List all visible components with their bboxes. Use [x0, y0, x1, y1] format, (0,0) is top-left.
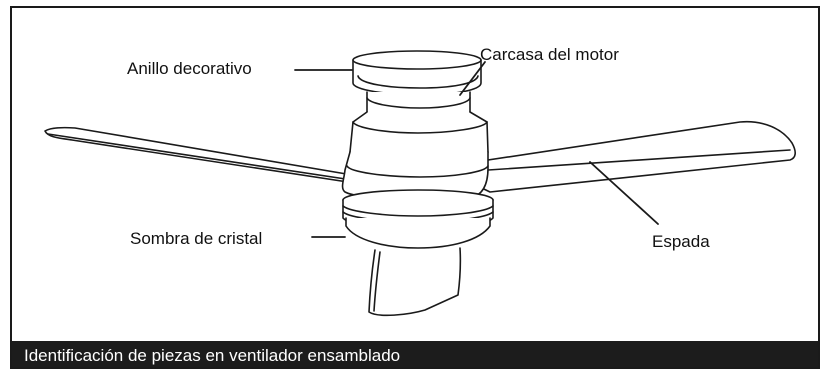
leader-carcasa — [459, 61, 486, 96]
leader-espada — [589, 161, 659, 225]
label-glass-shade: Sombra de cristal — [130, 229, 263, 248]
decorative-ring-part — [352, 50, 482, 96]
left-blade — [44, 126, 375, 187]
right-blade — [454, 120, 796, 193]
label-motor-housing: Carcasa del motor — [480, 45, 619, 64]
leader-lines — [294, 61, 659, 238]
bottom-blade — [368, 247, 462, 317]
label-blade: Espada — [652, 232, 710, 251]
label-decorative-ring: Anillo decorativo — [127, 59, 252, 78]
figure-caption: Identificación de piezas en ventilador e… — [12, 341, 818, 367]
motor-housing-part — [341, 91, 489, 201]
figure-border — [10, 6, 820, 369]
glass-shade-part — [342, 189, 494, 249]
